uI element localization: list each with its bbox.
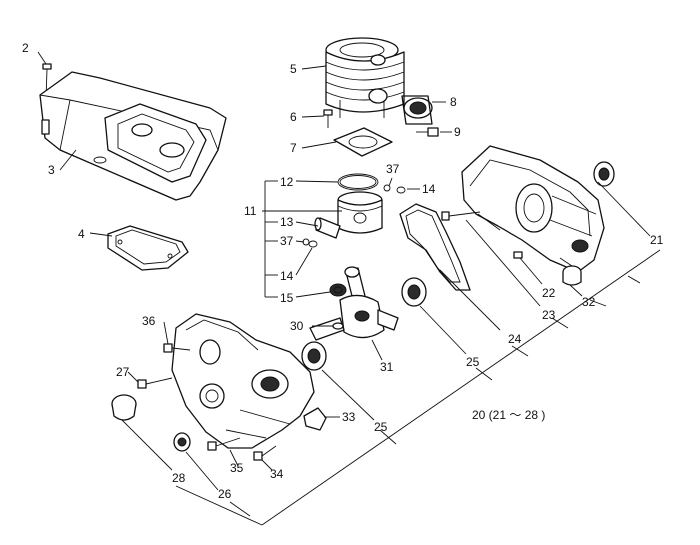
callout-7: 7 xyxy=(290,141,297,155)
leader-lines xyxy=(37,51,661,526)
callout-23: 23 xyxy=(542,308,556,322)
bolt-part-34 xyxy=(253,445,277,461)
callout-32: 32 xyxy=(582,295,596,309)
callout-6: 6 xyxy=(290,110,297,124)
crankcase-gasket-part-24 xyxy=(399,203,471,291)
callout-labels: 2 3 4 5 6 7 8 9 11 12 13 37 14 15 37 14 … xyxy=(22,41,664,501)
callout-25-left: 25 xyxy=(374,420,388,434)
screw-part-6 xyxy=(323,109,333,128)
plug-part-32 xyxy=(562,265,582,286)
bolt-part-35 xyxy=(207,437,241,451)
callout-15: 15 xyxy=(280,291,294,305)
callout-9: 9 xyxy=(454,125,461,139)
callout-28: 28 xyxy=(172,471,186,485)
crankcase-icon xyxy=(461,145,605,273)
piston-ring-part-12 xyxy=(337,173,379,191)
bearing-part-25-right xyxy=(401,277,427,307)
callout-3: 3 xyxy=(48,163,55,177)
top-cover-icon xyxy=(39,71,227,201)
callout-27: 27 xyxy=(116,365,130,379)
callout-37-left: 37 xyxy=(280,234,294,248)
callout-20: 20 (21 ～ 28 ) xyxy=(472,408,545,422)
callout-21: 21 xyxy=(650,233,664,247)
bolt-part-27 xyxy=(137,377,173,389)
seal-part-26 xyxy=(173,432,191,452)
callout-34: 34 xyxy=(270,467,284,481)
intake-flange-part-8 xyxy=(401,95,433,125)
crankshaft-icon xyxy=(309,266,399,341)
cylinder-icon xyxy=(325,37,405,118)
callout-14-right: 14 xyxy=(422,182,436,196)
piston-icon xyxy=(337,191,383,234)
clip-part-33 xyxy=(303,407,327,431)
callout-26: 26 xyxy=(218,487,232,501)
callout-31: 31 xyxy=(380,360,394,374)
callout-30: 30 xyxy=(290,319,304,333)
callout-24: 24 xyxy=(508,332,522,346)
bolt-part-23 xyxy=(441,211,481,221)
needle-bearing-part-15 xyxy=(329,283,347,297)
callout-13: 13 xyxy=(280,215,294,229)
callout-11: 11 xyxy=(244,204,257,218)
callout-5: 5 xyxy=(290,62,297,76)
bearing-part-25-left xyxy=(301,341,327,371)
callout-25-right: 25 xyxy=(466,355,480,369)
callout-8: 8 xyxy=(450,95,457,109)
seal-part-21 xyxy=(593,161,615,187)
callout-22: 22 xyxy=(542,286,556,300)
callout-37-right: 37 xyxy=(386,162,400,176)
left-crankcase xyxy=(171,313,315,449)
gasket-part-4 xyxy=(107,225,189,271)
plug-part-28 xyxy=(111,394,137,421)
callout-4: 4 xyxy=(78,227,85,241)
piston-pin-part-13 xyxy=(314,217,341,239)
callout-2: 2 xyxy=(22,41,29,55)
bolt-part-9 xyxy=(416,127,439,137)
callout-12: 12 xyxy=(280,175,294,189)
callout-35: 35 xyxy=(230,461,244,475)
dowel-part-22 xyxy=(513,251,523,259)
circlip-part-14 xyxy=(308,186,406,248)
cylinder-gasket-part-7 xyxy=(333,127,393,157)
key-part-30 xyxy=(332,322,344,330)
callout-14-left: 14 xyxy=(280,269,294,283)
callout-33: 33 xyxy=(342,410,356,424)
callout-36: 36 xyxy=(142,314,156,328)
